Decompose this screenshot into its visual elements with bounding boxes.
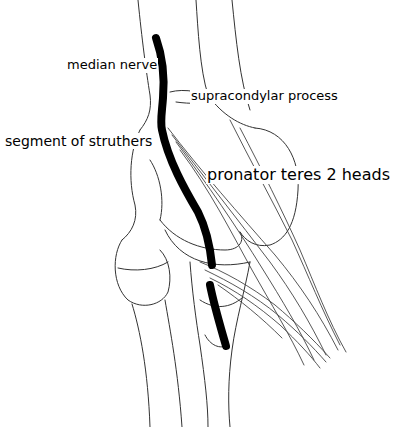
bone-outline [132, 304, 150, 427]
bone-outline [200, 298, 242, 307]
bone-outline [115, 240, 170, 305]
bone-outline [229, 262, 250, 427]
bone-outline [165, 300, 182, 427]
bone-outline [150, 160, 162, 220]
process-label: supracondylar process [190, 89, 339, 104]
bone-outline [118, 262, 168, 270]
median-nerve [156, 38, 212, 265]
median-nerve [210, 285, 226, 346]
nerve-label: median nerve [66, 58, 158, 73]
bone-outline [196, 0, 255, 128]
bone-outline [190, 262, 208, 427]
segment-label: segment of struthers [4, 133, 153, 149]
muscle-label: pronator teres 2 heads [206, 166, 391, 184]
pronator-teres-muscle [168, 120, 346, 368]
